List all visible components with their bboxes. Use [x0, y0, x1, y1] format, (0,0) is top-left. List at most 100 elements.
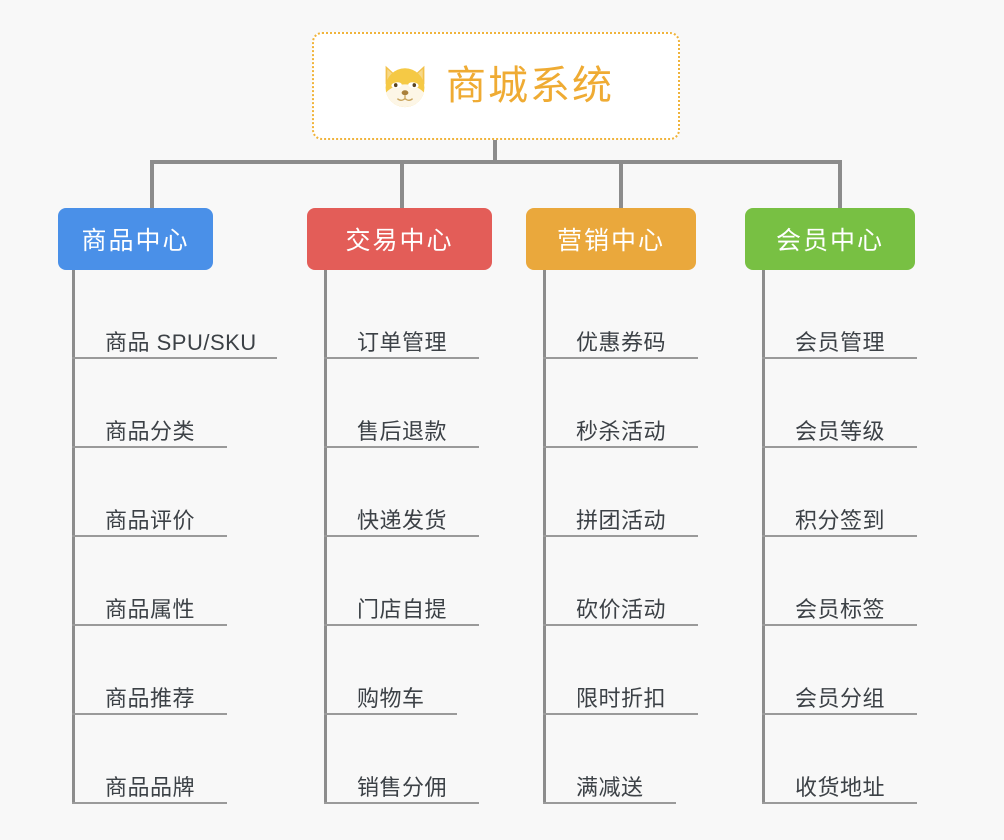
leaf-underline — [543, 713, 698, 715]
connector-horizontal-bus — [150, 160, 840, 164]
category-box-2[interactable]: 交易中心 — [307, 208, 492, 270]
leaf-label: 拼团活动 — [576, 507, 667, 533]
leaf-item[interactable]: 商品评价 — [72, 448, 257, 537]
connector-drop-3 — [619, 160, 623, 210]
leaf-label: 限时折扣 — [576, 685, 667, 711]
leaf-label: 秒杀活动 — [576, 418, 667, 444]
leaf-label: 会员分组 — [795, 685, 886, 711]
leaf-item[interactable]: 积分签到 — [762, 448, 917, 537]
leaf-item[interactable]: 购物车 — [324, 626, 457, 715]
leaf-item[interactable]: 快递发货 — [324, 448, 479, 537]
leaf-item[interactable]: 商品分类 — [72, 359, 257, 448]
leaf-item[interactable]: 会员管理 — [762, 270, 917, 359]
leaf-underline — [324, 624, 479, 626]
leaf-item[interactable]: 秒杀活动 — [543, 359, 698, 448]
leaf-item[interactable]: 收货地址 — [762, 715, 917, 804]
category-box-4[interactable]: 会员中心 — [745, 208, 915, 270]
leaf-label: 会员标签 — [795, 596, 886, 622]
leaf-item[interactable]: 优惠券码 — [543, 270, 698, 359]
branch-spine-4 — [762, 270, 765, 804]
leaf-underline — [72, 446, 227, 448]
leaf-item[interactable]: 限时折扣 — [543, 626, 698, 715]
leaf-label: 商品分类 — [105, 418, 196, 444]
leaf-label: 商品评价 — [105, 507, 196, 533]
leaf-underline — [324, 802, 479, 804]
leaf-label: 商品 SPU/SKU — [105, 329, 257, 355]
leaf-underline — [324, 446, 479, 448]
category-label-4: 会员中心 — [775, 227, 884, 255]
connector-drop-4 — [838, 160, 842, 210]
leaf-item[interactable]: 订单管理 — [324, 270, 479, 359]
leaf-label: 满减送 — [576, 774, 644, 800]
root-title: 商城系统 — [446, 64, 614, 108]
leaf-underline — [762, 357, 917, 359]
leaf-label: 购物车 — [357, 685, 425, 711]
leaf-item[interactable]: 销售分佣 — [324, 715, 479, 804]
category-box-1[interactable]: 商品中心 — [58, 208, 213, 270]
leaf-underline — [762, 535, 917, 537]
leaf-item[interactable]: 满减送 — [543, 715, 676, 804]
connector-root-stem — [493, 140, 497, 162]
leaf-label: 商品推荐 — [105, 685, 196, 711]
branch-商品中心: 商品中心 商品 SPU/SKU 商品分类 商品评价 商品属性 商品推荐 — [58, 208, 287, 804]
leaf-label: 砍价活动 — [576, 596, 667, 622]
connector-drop-1 — [150, 160, 154, 210]
leaf-underline — [762, 802, 917, 804]
leaf-underline — [72, 802, 227, 804]
leaf-item[interactable]: 会员分组 — [762, 626, 917, 715]
leaf-underline — [72, 535, 227, 537]
branch-交易中心: 交易中心 订单管理 售后退款 快递发货 门店自提 购物车 — [307, 208, 524, 804]
leaf-underline — [324, 357, 479, 359]
leaf-item[interactable]: 砍价活动 — [543, 537, 698, 626]
leaf-underline — [762, 624, 917, 626]
leaf-underline — [72, 357, 277, 359]
leaf-label: 积分签到 — [795, 507, 886, 533]
root-node[interactable]: 商城系统 — [312, 32, 680, 140]
dog-face-icon — [385, 65, 425, 109]
leaf-underline — [762, 713, 917, 715]
leaf-label: 会员管理 — [795, 329, 886, 355]
leaf-label: 订单管理 — [357, 329, 448, 355]
leaf-underline — [543, 535, 698, 537]
leaf-list-1: 商品 SPU/SKU 商品分类 商品评价 商品属性 商品推荐 商品品牌 — [72, 270, 277, 804]
leaf-underline — [324, 713, 457, 715]
leaf-label: 优惠券码 — [576, 329, 667, 355]
branch-营销中心: 营销中心 优惠券码 秒杀活动 拼团活动 砍价活动 限时折扣 — [526, 208, 743, 804]
leaf-item[interactable]: 商品 SPU/SKU — [72, 270, 277, 359]
leaf-underline — [72, 624, 227, 626]
leaf-list-4: 会员管理 会员等级 积分签到 会员标签 会员分组 收货地址 — [762, 270, 917, 804]
leaf-label: 会员等级 — [795, 418, 886, 444]
leaf-underline — [762, 446, 917, 448]
branch-spine-1 — [72, 270, 75, 804]
branch-spine-2 — [324, 270, 327, 804]
leaf-item[interactable]: 售后退款 — [324, 359, 479, 448]
leaf-item[interactable]: 商品品牌 — [72, 715, 257, 804]
leaf-item[interactable]: 商品推荐 — [72, 626, 257, 715]
leaf-label: 销售分佣 — [357, 774, 448, 800]
leaf-list-2: 订单管理 售后退款 快递发货 门店自提 购物车 销售分佣 — [324, 270, 479, 804]
category-box-3[interactable]: 营销中心 — [526, 208, 696, 270]
leaf-item[interactable]: 会员等级 — [762, 359, 917, 448]
category-label-2: 交易中心 — [345, 227, 454, 255]
leaf-label: 快递发货 — [357, 507, 448, 533]
leaf-underline — [543, 624, 698, 626]
leaf-label: 商品属性 — [105, 596, 196, 622]
leaf-item[interactable]: 拼团活动 — [543, 448, 698, 537]
category-label-1: 商品中心 — [81, 227, 190, 255]
leaf-list-3: 优惠券码 秒杀活动 拼团活动 砍价活动 限时折扣 满减送 — [543, 270, 698, 804]
leaf-label: 售后退款 — [357, 418, 448, 444]
leaf-label: 商品品牌 — [105, 774, 196, 800]
leaf-item[interactable]: 商品属性 — [72, 537, 257, 626]
category-label-3: 营销中心 — [556, 227, 665, 255]
leaf-item[interactable]: 会员标签 — [762, 537, 917, 626]
leaf-item[interactable]: 门店自提 — [324, 537, 479, 626]
leaf-underline — [543, 802, 676, 804]
branch-spine-3 — [543, 270, 546, 804]
leaf-underline — [543, 357, 698, 359]
leaf-label: 收货地址 — [795, 774, 886, 800]
branch-会员中心: 会员中心 会员管理 会员等级 积分签到 会员标签 会员分组 — [745, 208, 962, 804]
leaf-label: 门店自提 — [357, 596, 448, 622]
connector-drop-2 — [400, 160, 404, 210]
leaf-underline — [324, 535, 479, 537]
